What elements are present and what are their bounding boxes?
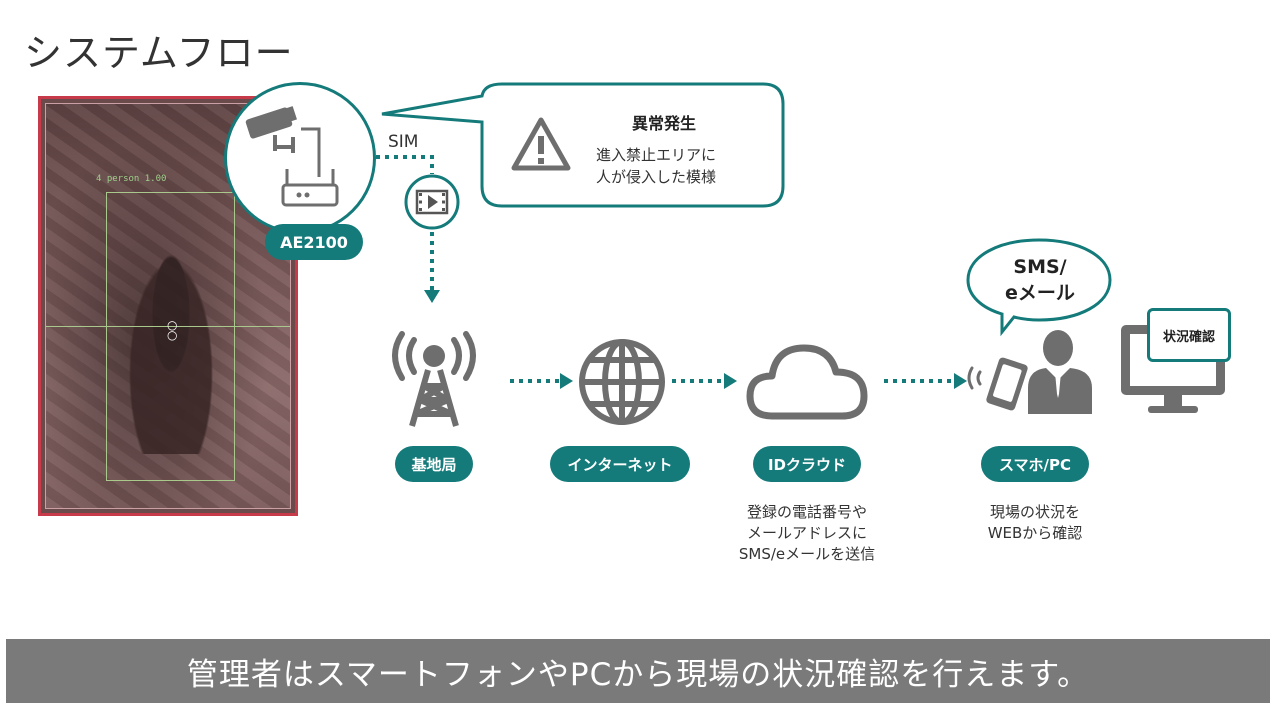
node-label-smartphone-pc: スマホ/PC bbox=[981, 446, 1089, 482]
sms-line: SMS/ bbox=[1013, 256, 1067, 278]
device-name-badge: AE2100 bbox=[265, 224, 363, 260]
cloud-description: 登録の電話番号や メールアドレスに SMS/eメールを送信 bbox=[712, 502, 902, 565]
status-check-label: 状況確認 bbox=[1147, 308, 1231, 362]
tracking-marker: ○○ bbox=[167, 318, 178, 342]
detection-box bbox=[106, 192, 235, 481]
alert-line: 人が侵入した模様 bbox=[596, 168, 717, 186]
alert-bubble bbox=[381, 82, 785, 208]
sim-label: SIM bbox=[388, 132, 419, 152]
person-silhouette bbox=[126, 254, 216, 454]
node-label-base-station: 基地局 bbox=[395, 446, 473, 482]
detection-line bbox=[46, 326, 290, 327]
camera-router-icon bbox=[245, 106, 339, 207]
subtitle-caption: 管理者はスマートフォンやPCから現場の状況確認を行えます。 bbox=[6, 639, 1270, 703]
video-icon bbox=[404, 174, 460, 230]
detection-label: 4 person 1.00 bbox=[96, 174, 167, 184]
node-label-internet: インターネット bbox=[550, 446, 690, 482]
cell-tower-icon bbox=[392, 331, 476, 427]
arrowhead-2 bbox=[724, 373, 737, 389]
arrowhead-down bbox=[424, 290, 440, 303]
description-line: SMS/eメールを送信 bbox=[738, 545, 876, 563]
alert-title: 異常発生 bbox=[632, 114, 697, 133]
description-line: WEBから確認 bbox=[987, 524, 1083, 542]
description-line: メールアドレスに bbox=[746, 524, 867, 542]
sms-bubble bbox=[966, 238, 1112, 337]
sim-connector bbox=[376, 155, 434, 174]
warning-icon bbox=[511, 117, 571, 171]
sms-line: eメール bbox=[1005, 282, 1075, 304]
alert-line: 進入禁止エリアに bbox=[596, 146, 717, 164]
description-line: 現場の状況を bbox=[989, 503, 1080, 521]
globe-icon bbox=[579, 339, 665, 425]
cloud-icon bbox=[746, 344, 868, 420]
page-title: システムフロー bbox=[24, 31, 294, 75]
edge-device-circle bbox=[224, 82, 376, 234]
arrowhead-3 bbox=[954, 373, 967, 389]
alert-message: 進入禁止エリアに 人が侵入した模様 bbox=[596, 144, 716, 188]
smartphone-user-icon bbox=[967, 330, 1092, 414]
smartphone-description: 現場の状況を WEBから確認 bbox=[955, 502, 1115, 544]
node-label-id-cloud: IDクラウド bbox=[753, 446, 861, 482]
sms-label: SMS/ eメール bbox=[994, 254, 1086, 306]
arrowhead-1 bbox=[560, 373, 573, 389]
description-line: 登録の電話番号や bbox=[746, 503, 867, 521]
